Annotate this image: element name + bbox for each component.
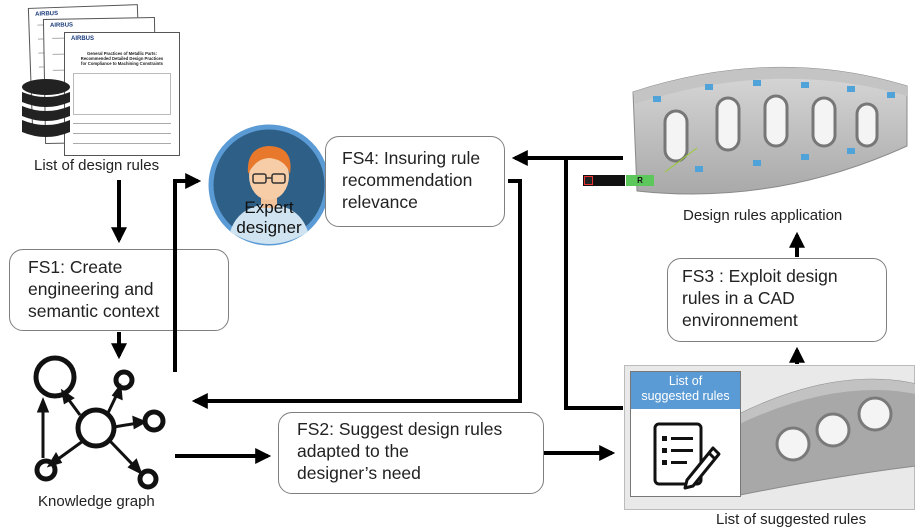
fs2-box: FS2: Suggest design rules adapted to the… bbox=[278, 412, 544, 494]
suggested-rules-card: List of suggested rules bbox=[630, 371, 741, 497]
cad-part-icon bbox=[632, 66, 908, 195]
knowledge-graph-caption: Knowledge graph bbox=[38, 493, 155, 510]
cad-tag-right: R bbox=[626, 175, 654, 186]
knowledge-graph-icon bbox=[33, 355, 166, 490]
design-rules-list-caption: List of design rules bbox=[34, 157, 160, 174]
database-icon bbox=[22, 79, 70, 137]
fs1-box: FS1: Create engineering and semantic con… bbox=[9, 249, 229, 331]
cad-tag-red-icon bbox=[584, 176, 593, 185]
arrow-panel-loop bbox=[564, 159, 623, 410]
fs4-label: FS4: Insuring rule recommendation releva… bbox=[342, 148, 481, 212]
expert-label: Expert designer bbox=[236, 198, 302, 237]
document-page-front: AIRBUS General Practices of Metallic Par… bbox=[64, 32, 180, 156]
document-stack-icon: AIRBUS AIRBUS AIRBUS General Practices o… bbox=[27, 4, 180, 156]
fs3-box: FS3 : Exploit design rules in a CAD envi… bbox=[667, 258, 887, 342]
fs2-label: FS2: Suggest design rules adapted to the… bbox=[297, 419, 503, 483]
fs3-label: FS3 : Exploit design rules in a CAD envi… bbox=[682, 266, 838, 330]
doc-title: General Practices of Metallic Parts: Rec… bbox=[80, 51, 164, 66]
checklist-pencil-icon bbox=[653, 422, 721, 490]
design-rules-application-caption: Design rules application bbox=[683, 207, 843, 224]
fs4-box: FS4: Insuring rule recommendation releva… bbox=[325, 136, 505, 227]
arrow-graph-to-expert bbox=[173, 173, 202, 372]
arrow-fs4-to-graph bbox=[191, 179, 522, 409]
suggested-rules-list-caption: List of suggested rules bbox=[716, 511, 867, 528]
fs1-label: FS1: Create engineering and semantic con… bbox=[28, 257, 160, 321]
doc-brand: AIRBUS bbox=[71, 36, 95, 42]
cad-tag-dark bbox=[583, 175, 625, 186]
cad-part-bottom-icon bbox=[735, 378, 915, 497]
suggested-rules-header: List of suggested rules bbox=[631, 372, 740, 409]
